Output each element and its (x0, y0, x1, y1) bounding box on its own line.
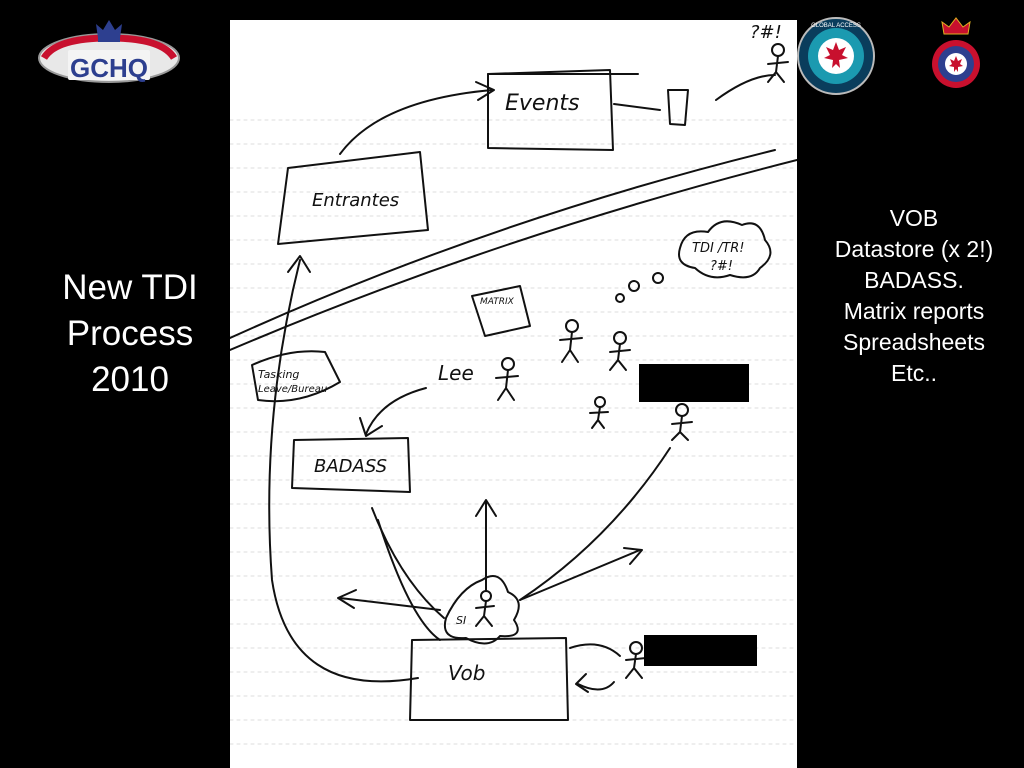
global-access-text: GLOBAL ACCESS (811, 23, 861, 29)
bullet-item: Matrix reports (808, 296, 1020, 327)
vob-label: Vob (448, 661, 485, 685)
bullet-item: Spreadsheets (808, 327, 1020, 358)
person-icon (610, 332, 630, 370)
tasking-label-line2: Leave/Bureau (258, 384, 327, 395)
badass-label: BADASS (314, 456, 387, 477)
csec-crest-logo (930, 16, 982, 96)
slide-title-line: New TDI (30, 265, 230, 311)
tdi-bubble-line1: TDI /TR! (692, 241, 744, 256)
events-label: Events (505, 91, 580, 116)
matrix-report-icon (472, 286, 530, 336)
person-icon (672, 404, 692, 440)
bullet-item: Etc.. (808, 358, 1020, 389)
person-icon (626, 642, 646, 678)
person-icon (476, 591, 494, 626)
person-icon (768, 44, 788, 82)
exclaim-label: ?#! (750, 22, 782, 43)
crown-icon (942, 18, 970, 34)
matrix-label: MATRIX (480, 297, 515, 307)
si-label: SI (456, 614, 466, 627)
person-icon (590, 397, 608, 428)
explosion-icon (445, 576, 519, 644)
gchq-logo-text: GCHQ (70, 53, 148, 83)
slide-title-line: Process (30, 311, 230, 357)
person-icon (560, 320, 582, 362)
gchq-logo: GCHQ (36, 14, 182, 88)
lee-label: Lee (438, 361, 474, 385)
slide-title-line: 2010 (30, 357, 230, 403)
entrantes-label: Entrantes (312, 190, 399, 211)
bullet-item: VOB (808, 203, 1020, 234)
bullet-list: VOB Datastore (x 2!) BADASS. Matrix repo… (808, 203, 1020, 389)
crown-icon (96, 20, 122, 42)
redaction-bar (639, 364, 749, 402)
slide-title: New TDI Process 2010 (30, 265, 230, 403)
tdi-bubble-line2: ?#! (710, 259, 733, 274)
person-icon (496, 358, 518, 400)
vob-box (410, 638, 568, 720)
redaction-bar (644, 635, 757, 666)
global-access-logo: GLOBAL ACCESS (796, 14, 876, 98)
bullet-item: Datastore (x 2!) (808, 234, 1020, 265)
bullet-item: BADASS. (808, 265, 1020, 296)
